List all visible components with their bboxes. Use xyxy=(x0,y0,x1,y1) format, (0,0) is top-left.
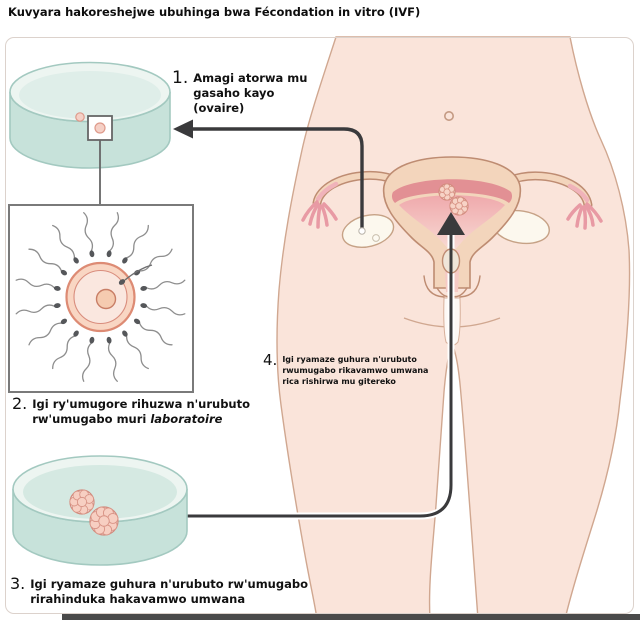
magnified-view-box xyxy=(8,204,194,393)
fallopian-tube-icon xyxy=(501,171,593,210)
sperm-icon xyxy=(15,212,186,382)
embryo-icon xyxy=(69,489,95,515)
ovary-icon xyxy=(341,213,395,249)
step-text: Amagi atorwa mu gasaho kayo (ovaire) xyxy=(193,71,308,115)
egg-icon xyxy=(94,122,106,134)
step-3-label: 3. Igi ryamaze guhura n'urubuto rw'umuga… xyxy=(10,574,335,607)
step-number: 3. xyxy=(10,574,26,593)
follicle-icon xyxy=(372,234,380,242)
fimbriae-icon xyxy=(566,202,603,230)
step-text: Igi ryamaze guhura n'urubuto rwumugabo r… xyxy=(282,355,429,387)
step-text-italic: laboratoire xyxy=(150,411,223,426)
embryo-icon xyxy=(449,196,469,216)
dish-liquid xyxy=(23,465,177,519)
embryo-icon xyxy=(89,506,119,536)
navel-icon xyxy=(443,111,454,122)
step-text: Igi ry'umugore rihuzwa n'urubuto rw'umug… xyxy=(32,397,251,426)
step-number: 4. xyxy=(263,351,278,369)
step-text: Igi ryamaze guhura n'urubuto rw'umugabo … xyxy=(30,577,308,606)
embryo-icon xyxy=(438,183,456,201)
petri-dish-bottom-icon xyxy=(12,455,188,566)
dish-liquid xyxy=(19,71,161,119)
step-number: 2. xyxy=(12,394,28,413)
follicle-icon xyxy=(358,227,366,235)
step-2-label: 2. Igi ry'umugore rihuzwa n'urubuto rw'u… xyxy=(12,394,270,427)
step-1-label: 1. Amagi atorwa mu gasaho kayo (ovaire) xyxy=(172,68,311,116)
transfer-arrow-icon xyxy=(128,212,465,520)
egg-nucleus xyxy=(95,288,117,310)
page-title: Kuvyara hakoreshejwe ubuhinga bwa Fécond… xyxy=(8,5,421,19)
retrieval-arrow-icon xyxy=(173,119,380,242)
egg-icon xyxy=(75,112,85,122)
penetrating-sperm-icon xyxy=(118,264,153,285)
petri-dish-top-icon xyxy=(9,61,171,205)
step-4-label: 4. Igi ryamaze guhura n'urubuto rwumugab… xyxy=(263,351,440,388)
bottom-bar xyxy=(62,614,640,620)
step-number: 1. xyxy=(172,68,189,88)
fallopian-tube-icon xyxy=(312,170,405,208)
fimbriae-icon xyxy=(301,200,338,229)
